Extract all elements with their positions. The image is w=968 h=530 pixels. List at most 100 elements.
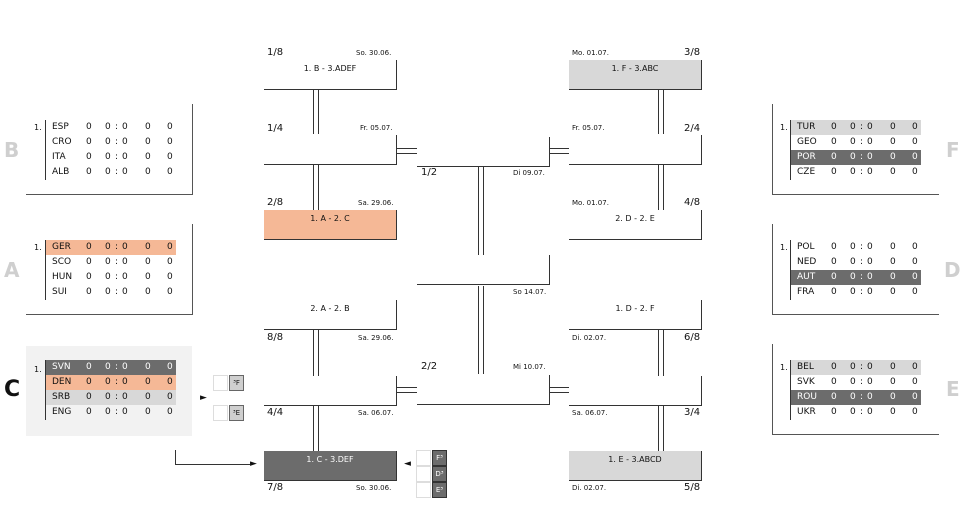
chip-third-d[interactable]: D³ bbox=[432, 466, 447, 482]
match-3-4[interactable] bbox=[569, 376, 702, 406]
match-number: 3/4 bbox=[684, 407, 701, 418]
chip-empty bbox=[213, 375, 228, 391]
chip-third-e[interactable]: ³E bbox=[229, 405, 244, 421]
group-label-d: D bbox=[944, 258, 961, 282]
match-1-4[interactable] bbox=[264, 135, 397, 165]
match-number: 1/2 bbox=[421, 167, 438, 178]
match-date: So 14.07. bbox=[513, 288, 547, 296]
match-8-8[interactable]: 2. A - 2. B bbox=[264, 300, 397, 330]
rank-label: 1. bbox=[34, 123, 42, 132]
match-semi-1[interactable] bbox=[417, 137, 550, 167]
match-number: 1/8 bbox=[267, 47, 284, 58]
chip-empty bbox=[416, 482, 431, 498]
connector-line bbox=[397, 148, 417, 154]
connector-line bbox=[175, 464, 250, 465]
match-number: 8/8 bbox=[267, 332, 284, 343]
match-date: Sa. 29.06. bbox=[358, 199, 394, 207]
chip-third-f[interactable]: F³ bbox=[432, 450, 447, 466]
match-number: 4/4 bbox=[267, 407, 284, 418]
chip-third-f[interactable]: ³F bbox=[229, 375, 244, 391]
match-4-8[interactable]: 2. D - 2. E bbox=[569, 210, 702, 240]
match-2-8[interactable]: 1. A - 2. C bbox=[264, 210, 397, 240]
match-7-8[interactable]: 1. C - 3.DEF bbox=[264, 451, 397, 481]
match-5-8[interactable]: 1. E - 3.ABCD bbox=[569, 451, 702, 481]
match-date: Sa. 29.06. bbox=[358, 334, 394, 342]
chip-empty bbox=[416, 450, 431, 466]
match-date: Sa. 06.07. bbox=[358, 409, 394, 417]
match-date: So. 30.06. bbox=[356, 484, 392, 492]
connector-line bbox=[175, 450, 176, 465]
connector-line bbox=[313, 165, 319, 210]
rank-label: 1. bbox=[34, 243, 42, 252]
group-label-a: A bbox=[4, 258, 20, 282]
chip-empty bbox=[213, 405, 228, 421]
match-date: Mo. 01.07. bbox=[572, 199, 609, 207]
match-number: 7/8 bbox=[267, 482, 284, 493]
match-6-8[interactable]: 1. D - 2. F bbox=[569, 300, 702, 330]
match-number: 4/8 bbox=[684, 197, 701, 208]
connector-line bbox=[658, 406, 664, 451]
match-final[interactable] bbox=[417, 255, 550, 285]
match-date: Mo. 01.07. bbox=[572, 49, 609, 57]
match-3-8[interactable]: 1. F - 3.ABC bbox=[569, 60, 702, 90]
match-number: 2/8 bbox=[267, 197, 284, 208]
arrow-left-icon: ◄ bbox=[404, 459, 411, 469]
match-date: Mi 10.07. bbox=[513, 363, 546, 371]
connector-line bbox=[313, 90, 319, 134]
connector-line bbox=[658, 90, 664, 134]
arrow-right-icon: ► bbox=[200, 393, 207, 403]
connector-line bbox=[313, 406, 319, 451]
match-1-8[interactable]: 1. B - 3.ADEF bbox=[264, 60, 397, 90]
match-semi-2[interactable] bbox=[417, 375, 550, 405]
match-4-4[interactable] bbox=[264, 376, 397, 406]
match-number: 2/2 bbox=[421, 361, 438, 372]
connector-line bbox=[658, 165, 664, 210]
match-date: Sa. 06.07. bbox=[572, 409, 608, 417]
connector-line bbox=[478, 167, 484, 255]
arrow-right-icon: ► bbox=[250, 459, 257, 469]
connector-line bbox=[478, 286, 484, 374]
group-label-e: E bbox=[946, 377, 960, 401]
match-number: 3/8 bbox=[684, 47, 701, 58]
connector-line bbox=[313, 330, 319, 376]
match-2-4[interactable] bbox=[569, 135, 702, 165]
rank-label: 1. bbox=[34, 365, 42, 374]
connector-line bbox=[658, 330, 664, 376]
match-date: So. 30.06. bbox=[356, 49, 392, 57]
chip-third-e[interactable]: E³ bbox=[432, 482, 447, 498]
connector-line bbox=[397, 387, 417, 393]
connector-line bbox=[549, 387, 569, 393]
group-label-c: C bbox=[4, 377, 21, 402]
group-label-b: B bbox=[4, 138, 20, 162]
rank-label: 1. bbox=[780, 363, 788, 372]
connector-line bbox=[549, 148, 569, 154]
match-number: 2/4 bbox=[684, 123, 701, 134]
match-date: Di. 02.07. bbox=[572, 484, 607, 492]
rank-label: 1. bbox=[780, 123, 788, 132]
